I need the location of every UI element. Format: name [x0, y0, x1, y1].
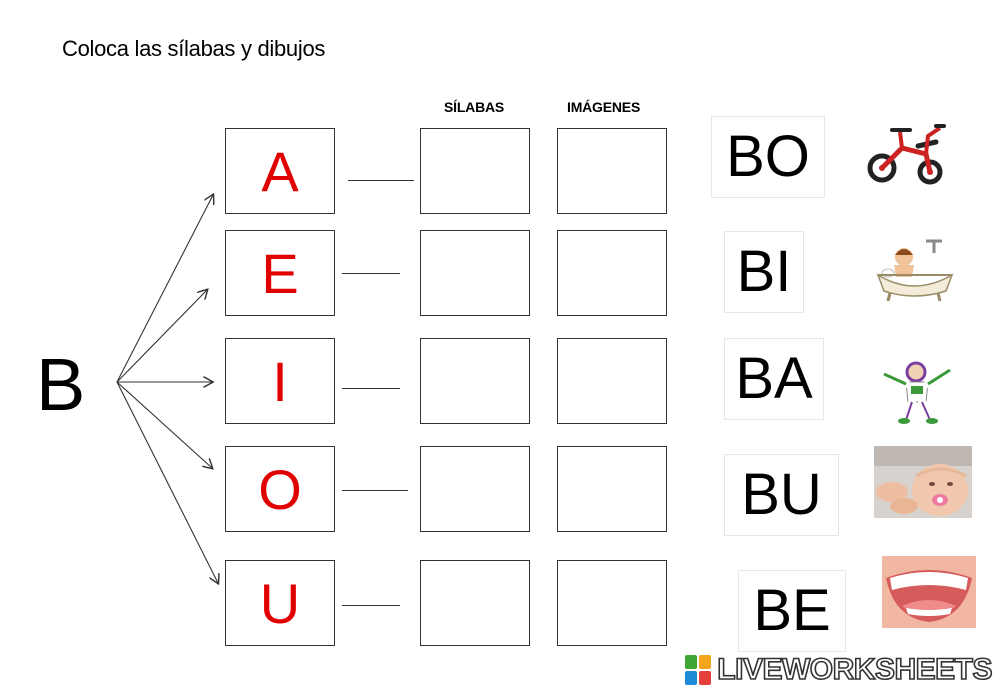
brand-name: LIVEWORKSHEETS	[716, 652, 993, 687]
image-drop-zone[interactable]	[557, 446, 667, 532]
syllable-drop-zone[interactable]	[420, 446, 530, 532]
tricycle-icon[interactable]	[866, 118, 946, 190]
dash-line	[342, 388, 400, 389]
toy-astronaut-icon[interactable]	[872, 350, 956, 426]
liveworksheets-logo-icon	[685, 655, 712, 685]
syllable-drop-zone[interactable]	[420, 128, 530, 214]
bathtub-icon[interactable]	[874, 235, 954, 305]
vowel-box-a: A	[225, 128, 335, 214]
smile-icon[interactable]	[882, 556, 976, 628]
syllable-card-be[interactable]: BE	[738, 570, 846, 652]
dash-line	[348, 180, 414, 181]
arrow-to-o	[116, 381, 212, 468]
dash-line	[342, 605, 400, 606]
image-drop-zone[interactable]	[557, 338, 667, 424]
arrow-to-a	[116, 195, 213, 383]
syllable-card-ba[interactable]: BA	[724, 338, 824, 420]
arrow-to-u	[116, 381, 218, 583]
dash-line	[342, 273, 400, 274]
page-title: Coloca las sílabas y dibujos	[62, 36, 326, 61]
syllable-card-bi[interactable]: BI	[724, 231, 804, 313]
dash-line	[342, 490, 408, 491]
image-drop-zone[interactable]	[557, 230, 667, 316]
arrow-to-e	[116, 290, 207, 383]
syllable-card-bo[interactable]: BO	[711, 116, 825, 198]
vowel-box-e: E	[225, 230, 335, 316]
brand-logo: LIVEWORKSHEETS	[685, 652, 993, 687]
baby-icon[interactable]	[874, 446, 972, 518]
vowel-box-u: U	[225, 560, 335, 646]
vowel-box-i: I	[225, 338, 335, 424]
syllable-drop-zone[interactable]	[420, 560, 530, 646]
image-drop-zone[interactable]	[557, 560, 667, 646]
syllable-drop-zone[interactable]	[420, 338, 530, 424]
root-letter: B	[36, 343, 86, 426]
column-header-images: IMÁGENES	[567, 99, 641, 115]
syllable-card-bu[interactable]: BU	[724, 454, 839, 536]
column-header-syllables: SÍLABAS	[444, 99, 505, 115]
vowel-box-o: O	[225, 446, 335, 532]
image-drop-zone[interactable]	[557, 128, 667, 214]
syllable-drop-zone[interactable]	[420, 230, 530, 316]
